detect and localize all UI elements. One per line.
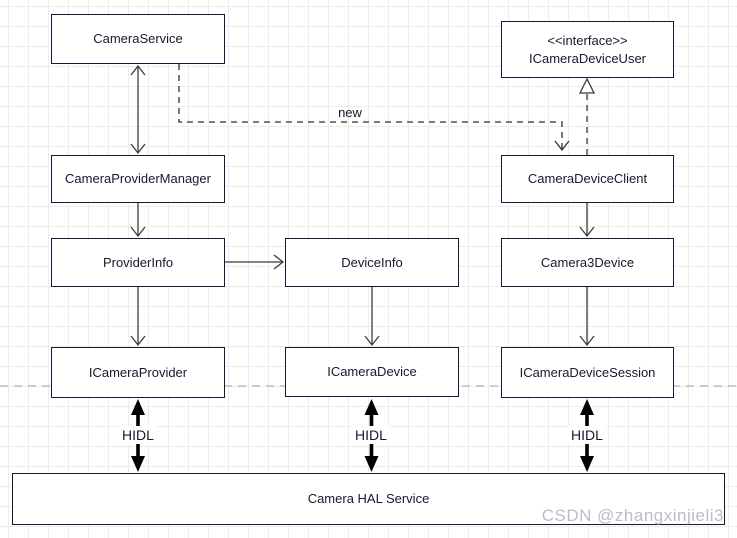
node-label: Camera HAL Service bbox=[307, 491, 430, 506]
node-label: ICameraDeviceSession bbox=[519, 364, 656, 380]
arrow-cameradeviceclient-camera3device bbox=[579, 203, 595, 238]
node-label: ICameraProvider bbox=[88, 364, 188, 380]
node-camerahalservice: Camera HAL Service bbox=[12, 473, 725, 525]
node-icameradevicesession: ICameraDeviceSession bbox=[501, 347, 674, 398]
edge-label-hidl-left: HIDL bbox=[119, 426, 157, 444]
node-stereotype: <<interface>> bbox=[547, 32, 628, 48]
node-label: CameraProviderManager bbox=[65, 171, 211, 186]
edge-label-new: new bbox=[338, 105, 362, 120]
node-label: ProviderInfo bbox=[102, 254, 174, 270]
node-camera3device: Camera3Device bbox=[501, 238, 674, 287]
arrow-deviceinfo-icameradevice bbox=[364, 287, 380, 347]
node-label: DeviceInfo bbox=[341, 254, 403, 270]
arrow-cameraprovidermanager-providerinfo bbox=[130, 203, 146, 238]
node-label: ICameraDeviceUser bbox=[528, 50, 647, 66]
csdn-watermark: CSDN @zhangxinjieli3 bbox=[541, 506, 724, 525]
node-icameradevice: ICameraDevice bbox=[285, 347, 459, 397]
arrow-cameraservice-cameraprovidermanager bbox=[130, 64, 146, 155]
node-label: Camera3Device bbox=[540, 254, 635, 270]
edge-label-hidl-middle: HIDL bbox=[352, 426, 390, 444]
node-cameradeviceclient: CameraDeviceClient bbox=[501, 155, 674, 203]
arrow-camera3device-icameradevicesession bbox=[579, 287, 595, 347]
arrow-new-cameraservice-cameradeviceclient bbox=[178, 64, 570, 152]
node-cameraprovidermanager: CameraProviderManager bbox=[51, 155, 225, 203]
node-cameraservice: CameraService bbox=[51, 14, 225, 64]
arrow-providerinfo-icameraprovider bbox=[130, 287, 146, 347]
node-label: ICameraDevice bbox=[327, 364, 417, 379]
node-icameraprovider: ICameraProvider bbox=[51, 347, 225, 398]
arrow-providerinfo-deviceinfo bbox=[225, 254, 285, 270]
node-deviceinfo: DeviceInfo bbox=[285, 238, 459, 287]
node-providerinfo: ProviderInfo bbox=[51, 238, 225, 287]
node-label: CameraService bbox=[93, 31, 183, 46]
edge-label-hidl-right: HIDL bbox=[568, 426, 606, 444]
node-icameradeviceuser: <<interface>> ICameraDeviceUser bbox=[501, 21, 674, 78]
node-label: CameraDeviceClient bbox=[527, 171, 648, 186]
arrow-realization-icameradeviceuser bbox=[578, 77, 596, 155]
